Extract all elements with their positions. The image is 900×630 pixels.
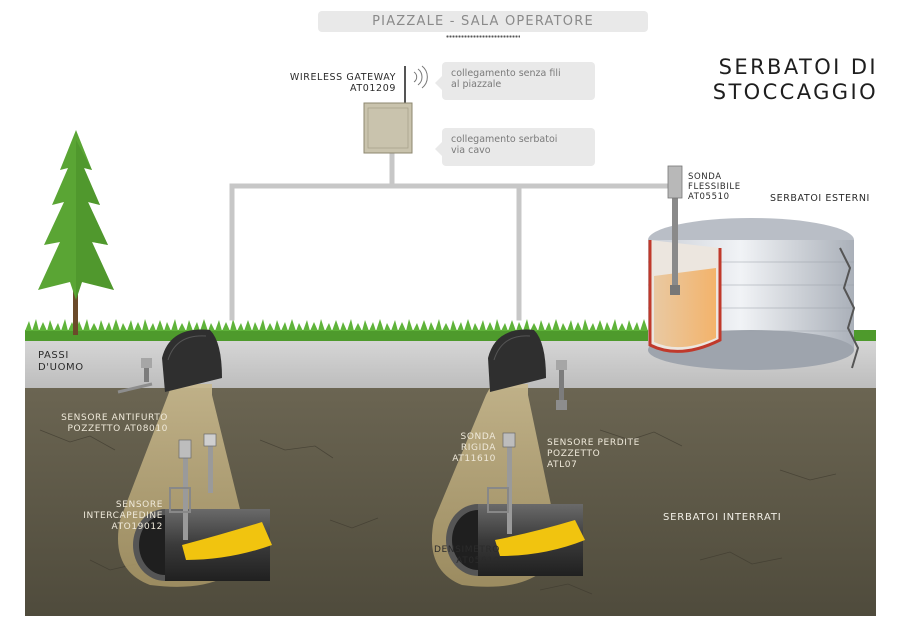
wired-line-1: collegamento serbatoi bbox=[451, 134, 558, 145]
grass-blades bbox=[25, 319, 876, 331]
gateway-label: WIRELESS GATEWAY AT01209 bbox=[270, 72, 396, 94]
wireless-line-1: collegamento senza fili bbox=[451, 68, 561, 79]
dotted-separator bbox=[446, 35, 520, 38]
gateway-name: WIRELESS GATEWAY bbox=[289, 72, 396, 83]
leak-line-1: SENSORE PERDITE bbox=[547, 438, 640, 448]
external-probe-line-1: SONDA bbox=[688, 172, 722, 182]
rigid-probe-label: SONDA RIGIDA AT11610 bbox=[440, 432, 496, 465]
external-probe-line-2: FLESSIBILE bbox=[688, 182, 741, 192]
antitheft-sensor-label: SENSORE ANTIFURTO POZZETTO AT08010 bbox=[50, 413, 168, 435]
external-tank-liquid bbox=[654, 268, 716, 348]
interstitial-line-1: SENSORE bbox=[115, 500, 163, 510]
title-line-1: SERBATOI DI bbox=[718, 55, 878, 79]
wired-link-bubble: collegamento serbatoi via cavo bbox=[435, 128, 595, 166]
wireless-link-bubble: collegamento senza fili al piazzale bbox=[435, 62, 595, 100]
wireless-line-2: al piazzale bbox=[451, 79, 502, 90]
external-probe-label: SONDA FLESSIBILE AT05510 bbox=[688, 172, 741, 202]
external-tank bbox=[648, 165, 860, 370]
manholes-label: PASSI D'UOMO bbox=[38, 350, 84, 374]
underground-tank-right bbox=[431, 329, 585, 587]
pine-tree-icon bbox=[38, 130, 114, 335]
rigid-probe-line-1: SONDA bbox=[460, 432, 496, 442]
leak-sensor-right bbox=[556, 360, 567, 410]
external-probe-code: AT05510 bbox=[688, 192, 730, 202]
antitheft-line-2: POZZETTO AT08010 bbox=[67, 424, 168, 434]
grass-strip bbox=[25, 330, 876, 341]
interstitial-line-2: INTERCAPEDINE bbox=[83, 511, 163, 521]
external-tanks-title: SERBATOI ESTERNI bbox=[770, 193, 870, 204]
interstitial-code: ATO19012 bbox=[111, 522, 163, 532]
densimeter-label: DENSIMETRO AT05610 bbox=[428, 545, 500, 567]
diagram-title: SERBATOI DI STOCCAGGIO bbox=[713, 55, 878, 105]
fuel-level-right bbox=[495, 520, 585, 556]
gateway-device bbox=[363, 65, 428, 154]
densimeter-code: AT05610 bbox=[456, 556, 500, 566]
location-banner: PIAZZALE - SALA OPERATORE bbox=[318, 11, 648, 32]
title-line-2: STOCCAGGIO bbox=[712, 80, 878, 104]
manholes-line-1: PASSI bbox=[38, 350, 69, 361]
leak-code: ATL07 bbox=[547, 460, 578, 470]
interstitial-sensor-label: SENSORE INTERCAPEDINE ATO19012 bbox=[70, 500, 163, 533]
rigid-probe-line-2: RIGIDA bbox=[460, 443, 496, 453]
leak-line-2: POZZETTO bbox=[547, 449, 601, 459]
cable-network bbox=[229, 152, 681, 321]
gateway-code: AT01209 bbox=[350, 83, 396, 94]
antitheft-sensor-left bbox=[117, 358, 153, 394]
fuel-level-left bbox=[182, 522, 272, 560]
leak-sensor-label: SENSORE PERDITE POZZETTO ATL07 bbox=[547, 438, 640, 471]
manholes-line-2: D'UOMO bbox=[38, 362, 84, 373]
densimeter-line-1: DENSIMETRO bbox=[433, 545, 500, 555]
underground-tanks-title: SERBATOI INTERRATI bbox=[663, 512, 782, 523]
wired-line-2: via cavo bbox=[451, 145, 491, 156]
rigid-probe-code: AT11610 bbox=[452, 454, 496, 464]
soil-cracks bbox=[39, 429, 837, 595]
antitheft-line-1: SENSORE ANTIFURTO bbox=[61, 413, 168, 423]
underground-tank-left bbox=[117, 329, 272, 587]
